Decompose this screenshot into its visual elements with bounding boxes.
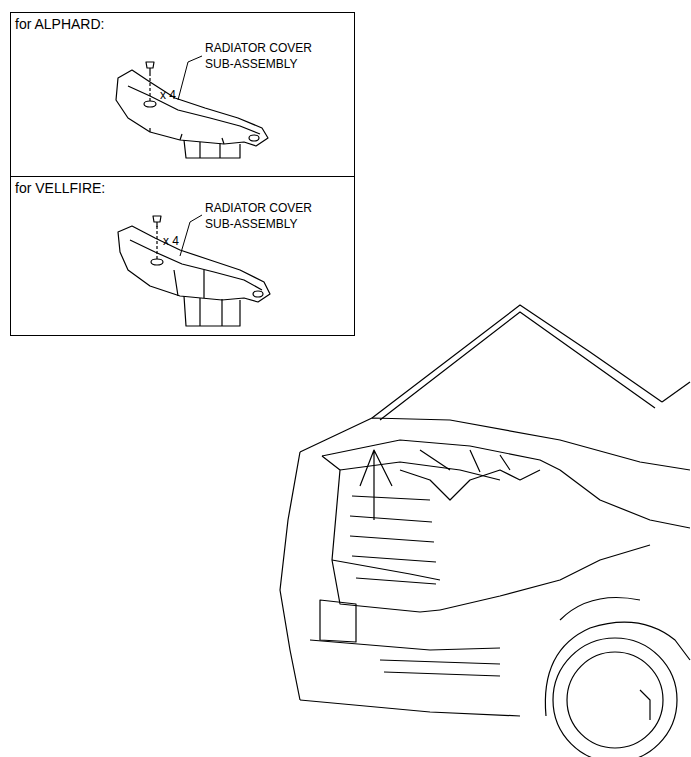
variant-panel: for VELLFIRE: bbox=[10, 176, 355, 336]
variant-panel: for ALPHARD: bbox=[10, 12, 355, 177]
quantity-note: x 4 bbox=[160, 87, 200, 103]
vehicle-front bbox=[280, 305, 690, 757]
quantity-note: x 4 bbox=[163, 233, 203, 249]
radiator-cover-alphard bbox=[116, 56, 268, 158]
radiator-cover-vellfire bbox=[118, 215, 270, 326]
panel-heading: for VELLFIRE: bbox=[15, 180, 105, 196]
part-name: RADIATOR COVER SUB-ASSEMBLY bbox=[205, 40, 323, 72]
panel-heading: for ALPHARD: bbox=[15, 16, 104, 32]
part-name: RADIATOR COVER SUB-ASSEMBLY bbox=[205, 200, 323, 232]
